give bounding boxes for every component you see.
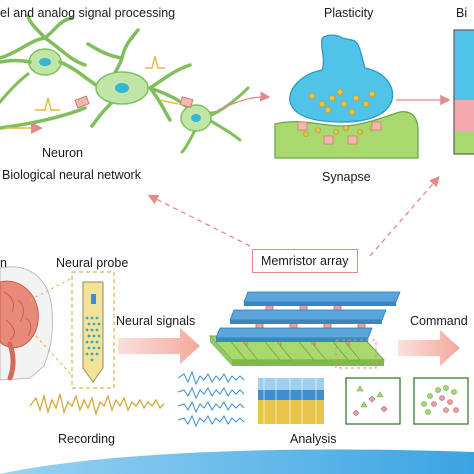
synapse-illustration <box>274 34 419 159</box>
neural-signals-arrow <box>118 328 200 364</box>
neural-probe-icon <box>71 271 115 389</box>
plasticity-label: Plasticity <box>324 6 374 20</box>
bio-right-panel <box>453 29 474 155</box>
array-to-right-dashed-arrow <box>369 176 440 257</box>
array-to-network-dashed-arrow <box>147 194 251 247</box>
analog-processing-label: el and analog signal processing <box>0 6 176 20</box>
memristor-array-label: Memristor array <box>252 249 358 273</box>
neural-signals-label: Neural signals <box>116 314 196 328</box>
neuron-to-synapse-arrow <box>217 91 271 111</box>
command-label: Command <box>410 314 468 328</box>
analysis-spectrogram <box>258 378 324 424</box>
memristor-top-bars <box>215 291 401 342</box>
spike-icon-1 <box>35 97 60 111</box>
bottom-arc <box>0 449 474 474</box>
recording-waveform <box>29 393 165 417</box>
bio-top-right-label: Bi <box>456 6 468 20</box>
analysis-label: Analysis <box>290 432 337 446</box>
analysis-signal-traces <box>177 370 245 428</box>
recording-label: Recording <box>58 432 115 446</box>
brain-head-illustration <box>0 266 53 381</box>
analysis-cluster-plot-1 <box>345 377 401 425</box>
neural-probe-label: Neural probe <box>56 256 129 270</box>
brain-partial-label: n <box>0 256 7 270</box>
bio-network-label: Biological neural network <box>2 168 141 182</box>
memristor-array-illustration <box>208 291 401 369</box>
neuron-network-illustration <box>0 14 250 154</box>
spike-icon-2 <box>145 55 165 69</box>
synapse-label: Synapse <box>322 170 371 184</box>
command-arrow <box>398 330 460 366</box>
analysis-cluster-plot-2 <box>413 377 469 425</box>
neuron-label: Neuron <box>42 146 83 160</box>
